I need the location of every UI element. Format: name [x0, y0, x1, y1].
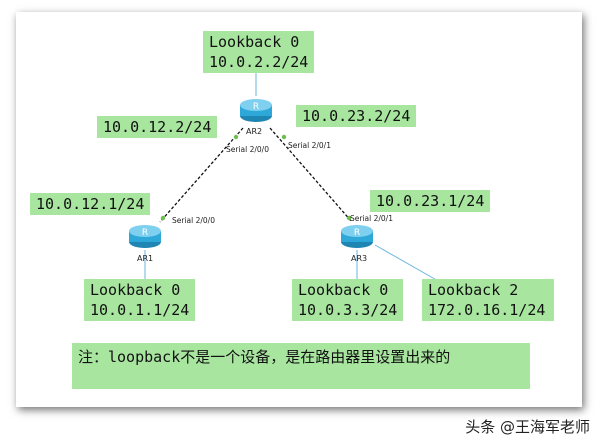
svg-text:R: R [142, 228, 148, 238]
note-box: 注：loopback不是一个设备，是在路由器里设置出来的 [72, 343, 530, 389]
port-label: Serial 2/0/0 [172, 216, 215, 225]
port-dot [346, 215, 352, 221]
svg-text:R: R [354, 228, 360, 238]
ar1-loopback0-label: Lookback 0 10.0.1.1/24 [84, 279, 195, 321]
port-dot [281, 134, 287, 140]
label-title: Lookback 2 [428, 281, 519, 299]
router-icon[interactable]: R [238, 96, 274, 124]
label-title: Lookback 0 [90, 281, 181, 299]
label-title: Lookback 0 [298, 281, 389, 299]
label-ip: 10.0.2.2/24 [209, 53, 309, 71]
router-name-ar2: AR2 [246, 127, 263, 136]
ar3-loopback2-label: Lookback 2 172.0.16.1/24 [422, 279, 554, 321]
label-ip: 172.0.16.1/24 [428, 301, 546, 319]
ar3-loopback0-label: Lookback 0 10.0.3.3/24 [292, 279, 403, 321]
ar2-right-ip-label: 10.0.23.2/24 [296, 105, 417, 127]
label-ip: 10.0.1.1/24 [90, 301, 190, 319]
label-ip: 10.0.3.3/24 [298, 301, 398, 319]
svg-text:R: R [253, 102, 259, 112]
ar3-ip-label: 10.0.23.1/24 [370, 190, 491, 212]
router-icon[interactable]: R [339, 222, 375, 250]
link-ar2-ar1 [159, 127, 244, 223]
ar2-loopback0-label: Lookback 0 10.0.2.2/24 [203, 31, 314, 73]
watermark: 头条 @王海军老师 [465, 418, 590, 436]
ar2-left-ip-label: 10.0.12.2/24 [97, 116, 218, 138]
router-name-ar3: AR3 [351, 254, 368, 263]
link-ar3-lo2 [374, 244, 441, 283]
label-title: Lookback 0 [209, 33, 300, 51]
ar1-ip-label: 10.0.12.1/24 [30, 193, 151, 215]
router-name-ar1: AR1 [137, 254, 154, 263]
port-label: Serial 2/0/1 [288, 141, 331, 150]
router-icon[interactable]: R [127, 222, 163, 250]
link-ar2-ar3 [269, 127, 353, 223]
port-dot [160, 215, 166, 221]
port-dot [233, 134, 239, 140]
port-label: Serial 2/0/0 [226, 145, 269, 154]
port-label: Serial 2/0/1 [350, 214, 393, 223]
